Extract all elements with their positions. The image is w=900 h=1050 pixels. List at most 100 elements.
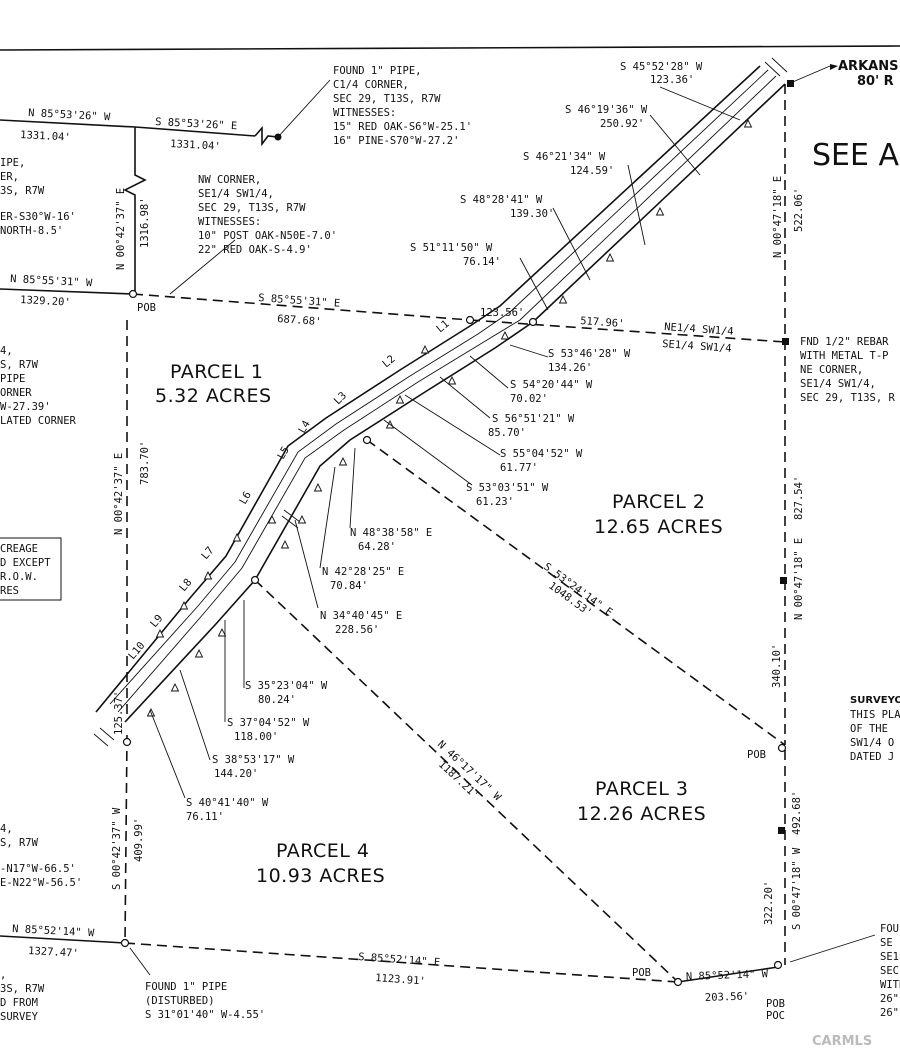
triangle-mark: [655, 206, 665, 216]
svg-text:SEC 29, T13S, R7W: SEC 29, T13S, R7W: [333, 93, 441, 105]
bearing-label: S 55°04'52" W: [500, 448, 583, 460]
parcel-labels: PARCEL 1 5.32 ACRES PARCEL 2 12.65 ACRES…: [155, 361, 723, 887]
note-right-bottom: FOU SE SE1 SEC WITH 26" 26": [880, 923, 900, 1019]
corner-points: [120, 133, 787, 987]
distance-label: 687.68': [277, 313, 322, 328]
parcel-2-acres: 12.65 ACRES: [594, 516, 723, 538]
distance-label: 340.10': [771, 644, 783, 688]
svg-text:NW CORNER,: NW CORNER,: [198, 174, 261, 186]
svg-text:C1/4 CORNER,: C1/4 CORNER,: [333, 79, 409, 91]
note-found-disturbed: FOUND 1" PIPE (DISTURBED) S 31°01'40" W-…: [145, 981, 265, 1021]
quarter-label: SE1/4 SW1/4: [662, 338, 732, 355]
distance-label: 827.54': [793, 476, 805, 520]
svg-text:(DISTURBED): (DISTURBED): [145, 995, 215, 1007]
note-surveyor: SURVEYO THIS PLA OF THE SW1/4 O DATED J: [850, 695, 900, 763]
bearing-label: S 85°53'26" E: [155, 116, 238, 132]
svg-text:10" POST OAK-N50E-7.0': 10" POST OAK-N50E-7.0': [198, 230, 337, 242]
svg-text:RES: RES: [0, 585, 19, 597]
svg-text:D FROM: D FROM: [0, 997, 38, 1009]
pob-label: POB: [766, 998, 785, 1010]
pob-label: POB: [632, 967, 651, 979]
bearing-label: S 54°20'44" W: [510, 379, 593, 391]
svg-text:FOUND 1" PIPE: FOUND 1" PIPE: [145, 981, 227, 993]
svg-text:SEC: SEC: [880, 965, 899, 977]
bearing-label: S 40°41'40" W: [186, 797, 269, 809]
triangle-mark: [605, 252, 615, 262]
triangle-mark: [420, 344, 430, 354]
bearing-label: S 38°53'17" W: [212, 754, 295, 766]
bearing-label: N 85°52'14" W: [686, 968, 769, 983]
svg-text:WITH: WITH: [880, 979, 900, 991]
note-fnd-rebar: FND 1/2" REBAR WITH METAL T-P NE CORNER,…: [800, 336, 896, 404]
svg-text:4,: 4,: [0, 345, 13, 357]
triangle-mark: [232, 532, 242, 542]
watermark: CARMLS: [812, 1034, 872, 1049]
distance-label: 409.99': [133, 818, 145, 862]
distance-label: 76.11': [186, 811, 224, 823]
line-tag: L7: [199, 545, 216, 562]
distance-label: 61.77': [500, 462, 538, 474]
bearing-label: N 00°47'18" E: [772, 176, 784, 258]
distance-label: 118.00': [234, 731, 278, 743]
svg-text:E-N22°W-56.5': E-N22°W-56.5': [0, 877, 82, 889]
line-tag: L5: [275, 445, 292, 462]
svg-text:W-27.39': W-27.39': [0, 401, 51, 413]
bearing-label: N 00°47'18" E: [793, 538, 805, 620]
triangle-mark: [447, 375, 457, 385]
svg-text:ER,: ER,: [0, 171, 19, 183]
see-note: SEE A: [812, 138, 899, 173]
bearing-labels: N 85°53'26" W 1331.04' S 85°53'26" E 133…: [10, 61, 805, 1004]
bearing-label: N 85°52'14" W: [12, 923, 95, 939]
triangle-mark: [338, 456, 348, 466]
svg-text:D EXCEPT: D EXCEPT: [0, 557, 51, 569]
distance-label: 123.56': [480, 307, 524, 319]
svg-text:4,: 4,: [0, 823, 13, 835]
bearing-label: S 53°03'51" W: [466, 482, 549, 494]
parcel-1-name: PARCEL 1: [170, 361, 263, 383]
svg-text:22" RED OAK-S-4.9': 22" RED OAK-S-4.9': [198, 244, 312, 256]
distance-label: 250.92': [600, 118, 644, 130]
triangle-mark: [558, 294, 568, 304]
distance-label: 1123.91': [375, 972, 426, 987]
bearing-label: N 00°42'37" E: [115, 188, 127, 270]
distance-label: 123.36': [650, 74, 694, 86]
triangle-mark: [313, 482, 323, 492]
road-row: 80' R: [857, 74, 894, 89]
bearing-label: N 42°28'25" E: [322, 566, 404, 578]
distance-label: 228.56': [335, 624, 379, 636]
triangle-mark: [170, 682, 180, 692]
distance-label: 70.84': [330, 580, 368, 592]
distance-label: 80.24': [258, 694, 296, 706]
bearing-label: N 34°40'45" E: [320, 610, 402, 622]
svg-text:SE1/4 SW1/4,: SE1/4 SW1/4,: [800, 378, 876, 390]
svg-text:S, R7W: S, R7W: [0, 359, 39, 371]
bearing-label: S 35°23'04" W: [245, 680, 328, 692]
line-tag: L9: [148, 613, 165, 630]
svg-text:IPE,: IPE,: [0, 157, 25, 169]
svg-text:3S, R7W: 3S, R7W: [0, 983, 45, 995]
svg-text:SE1: SE1: [880, 951, 899, 963]
distance-label: 1329.20': [20, 294, 71, 309]
bearing-label: S 85°55'31" E: [258, 292, 341, 310]
distance-label: 139.30': [510, 208, 554, 220]
distance-label: 61.23': [476, 496, 514, 508]
distance-label: 76.14': [463, 256, 501, 268]
svg-text:WITH METAL T-P: WITH METAL T-P: [800, 350, 889, 362]
bearing-label: N 85°55'31" W: [10, 273, 93, 289]
svg-text:ER-S30°W-16': ER-S30°W-16': [0, 211, 76, 223]
svg-text:NORTH-8.5': NORTH-8.5': [0, 225, 63, 237]
distance-label: 517.96': [580, 315, 625, 330]
line-tag: L2: [380, 353, 397, 370]
note-left-mid: 4, S, R7W PIPE ORNER W-27.39' LATED CORN…: [0, 345, 77, 427]
triangle-mark: [194, 648, 204, 658]
poc-label: POC: [766, 1010, 785, 1022]
triangle-mark: [280, 539, 290, 549]
svg-text:DATED J: DATED J: [850, 751, 894, 763]
svg-text:3S, R7W: 3S, R7W: [0, 185, 45, 197]
note-left-top: IPE, ER, 3S, R7W ER-S30°W-16' NORTH-8.5': [0, 157, 76, 237]
road-right-of-way: [93, 57, 788, 747]
svg-text:16" PINE-S70°W-27.2': 16" PINE-S70°W-27.2': [333, 135, 459, 147]
distance-label: 522.06': [793, 188, 805, 232]
svg-text:26": 26": [880, 1007, 899, 1019]
